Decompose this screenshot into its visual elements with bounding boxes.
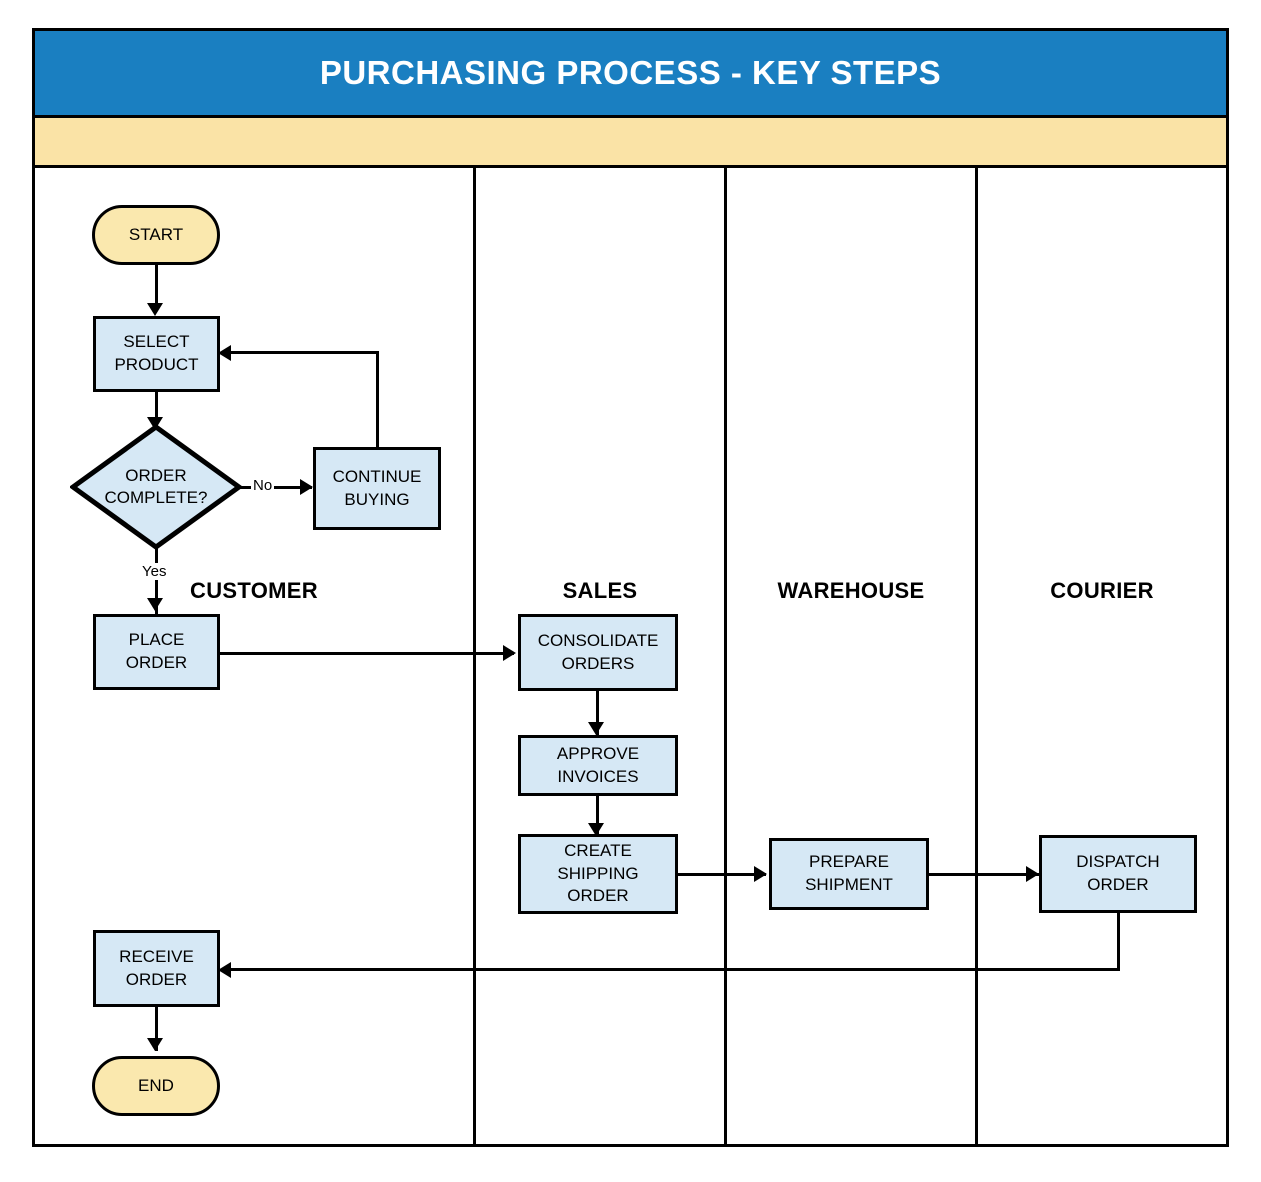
edge-label-yes: Yes	[140, 563, 169, 580]
lane-header-band	[32, 118, 1229, 168]
node-start-label: START	[128, 224, 184, 244]
decision-diamond-shape	[70, 424, 242, 550]
lane-header-customer: CUSTOMER	[190, 578, 318, 603]
edge-decision-yes-arrow	[147, 598, 163, 611]
edge-create-shipping-to-prepare-line	[678, 873, 766, 876]
lane-header-warehouse: WAREHOUSE	[777, 578, 925, 603]
lane-divider-customer-sales	[473, 118, 476, 1147]
lane-divider-warehouse-courier	[975, 118, 978, 1147]
edge-label-no: No	[251, 477, 275, 494]
edge-select-product-to-decision-line	[155, 392, 158, 428]
node-end[interactable]: END	[92, 1056, 220, 1116]
edge-receive-order-to-end-line	[155, 1007, 158, 1051]
edge-dispatch-to-receive-horizontal	[230, 968, 1120, 971]
edge-dispatch-to-receive-vertical	[1117, 913, 1120, 971]
edge-consolidate-to-approve-line	[596, 691, 599, 735]
edge-receive-order-to-end-arrow	[147, 1038, 163, 1051]
edge-approve-to-create-shipping-line	[596, 796, 599, 838]
lane-header-sales: SALES	[562, 578, 638, 603]
edge-prepare-to-dispatch-line	[929, 873, 1041, 876]
edge-prepare-to-dispatch-arrow	[1026, 866, 1039, 882]
lane-divider-sales-warehouse	[724, 118, 727, 1147]
edge-dispatch-to-receive-arrow	[218, 962, 231, 978]
edge-continue-buying-loop-vertical	[376, 351, 379, 449]
edge-decision-yes-line	[155, 548, 158, 626]
edge-create-shipping-to-prepare-arrow	[754, 866, 767, 882]
edge-decision-no-arrow	[300, 479, 313, 495]
lane-header-courier: COURIER	[1050, 578, 1154, 603]
node-end-label: END	[138, 1075, 174, 1095]
edge-consolidate-to-approve-arrow	[588, 722, 604, 735]
edge-start-to-select-product-line	[155, 263, 158, 311]
edge-approve-to-create-shipping-arrow	[588, 823, 604, 836]
edge-start-to-select-product-arrow	[147, 303, 163, 316]
edge-place-order-to-consolidate-line	[220, 652, 514, 655]
diagram-title: PURCHASING PROCESS - KEY STEPS	[319, 54, 942, 91]
edge-place-order-to-consolidate-arrow	[503, 645, 516, 661]
edge-continue-buying-loop-horizontal	[230, 351, 379, 354]
edge-continue-buying-loop-arrow	[218, 345, 231, 361]
edge-decision-no-line	[240, 486, 312, 489]
node-start[interactable]: START	[92, 205, 220, 265]
diagram-frame	[32, 28, 1229, 1147]
diagram-title-bar: PURCHASING PROCESS - KEY STEPS	[32, 28, 1229, 118]
